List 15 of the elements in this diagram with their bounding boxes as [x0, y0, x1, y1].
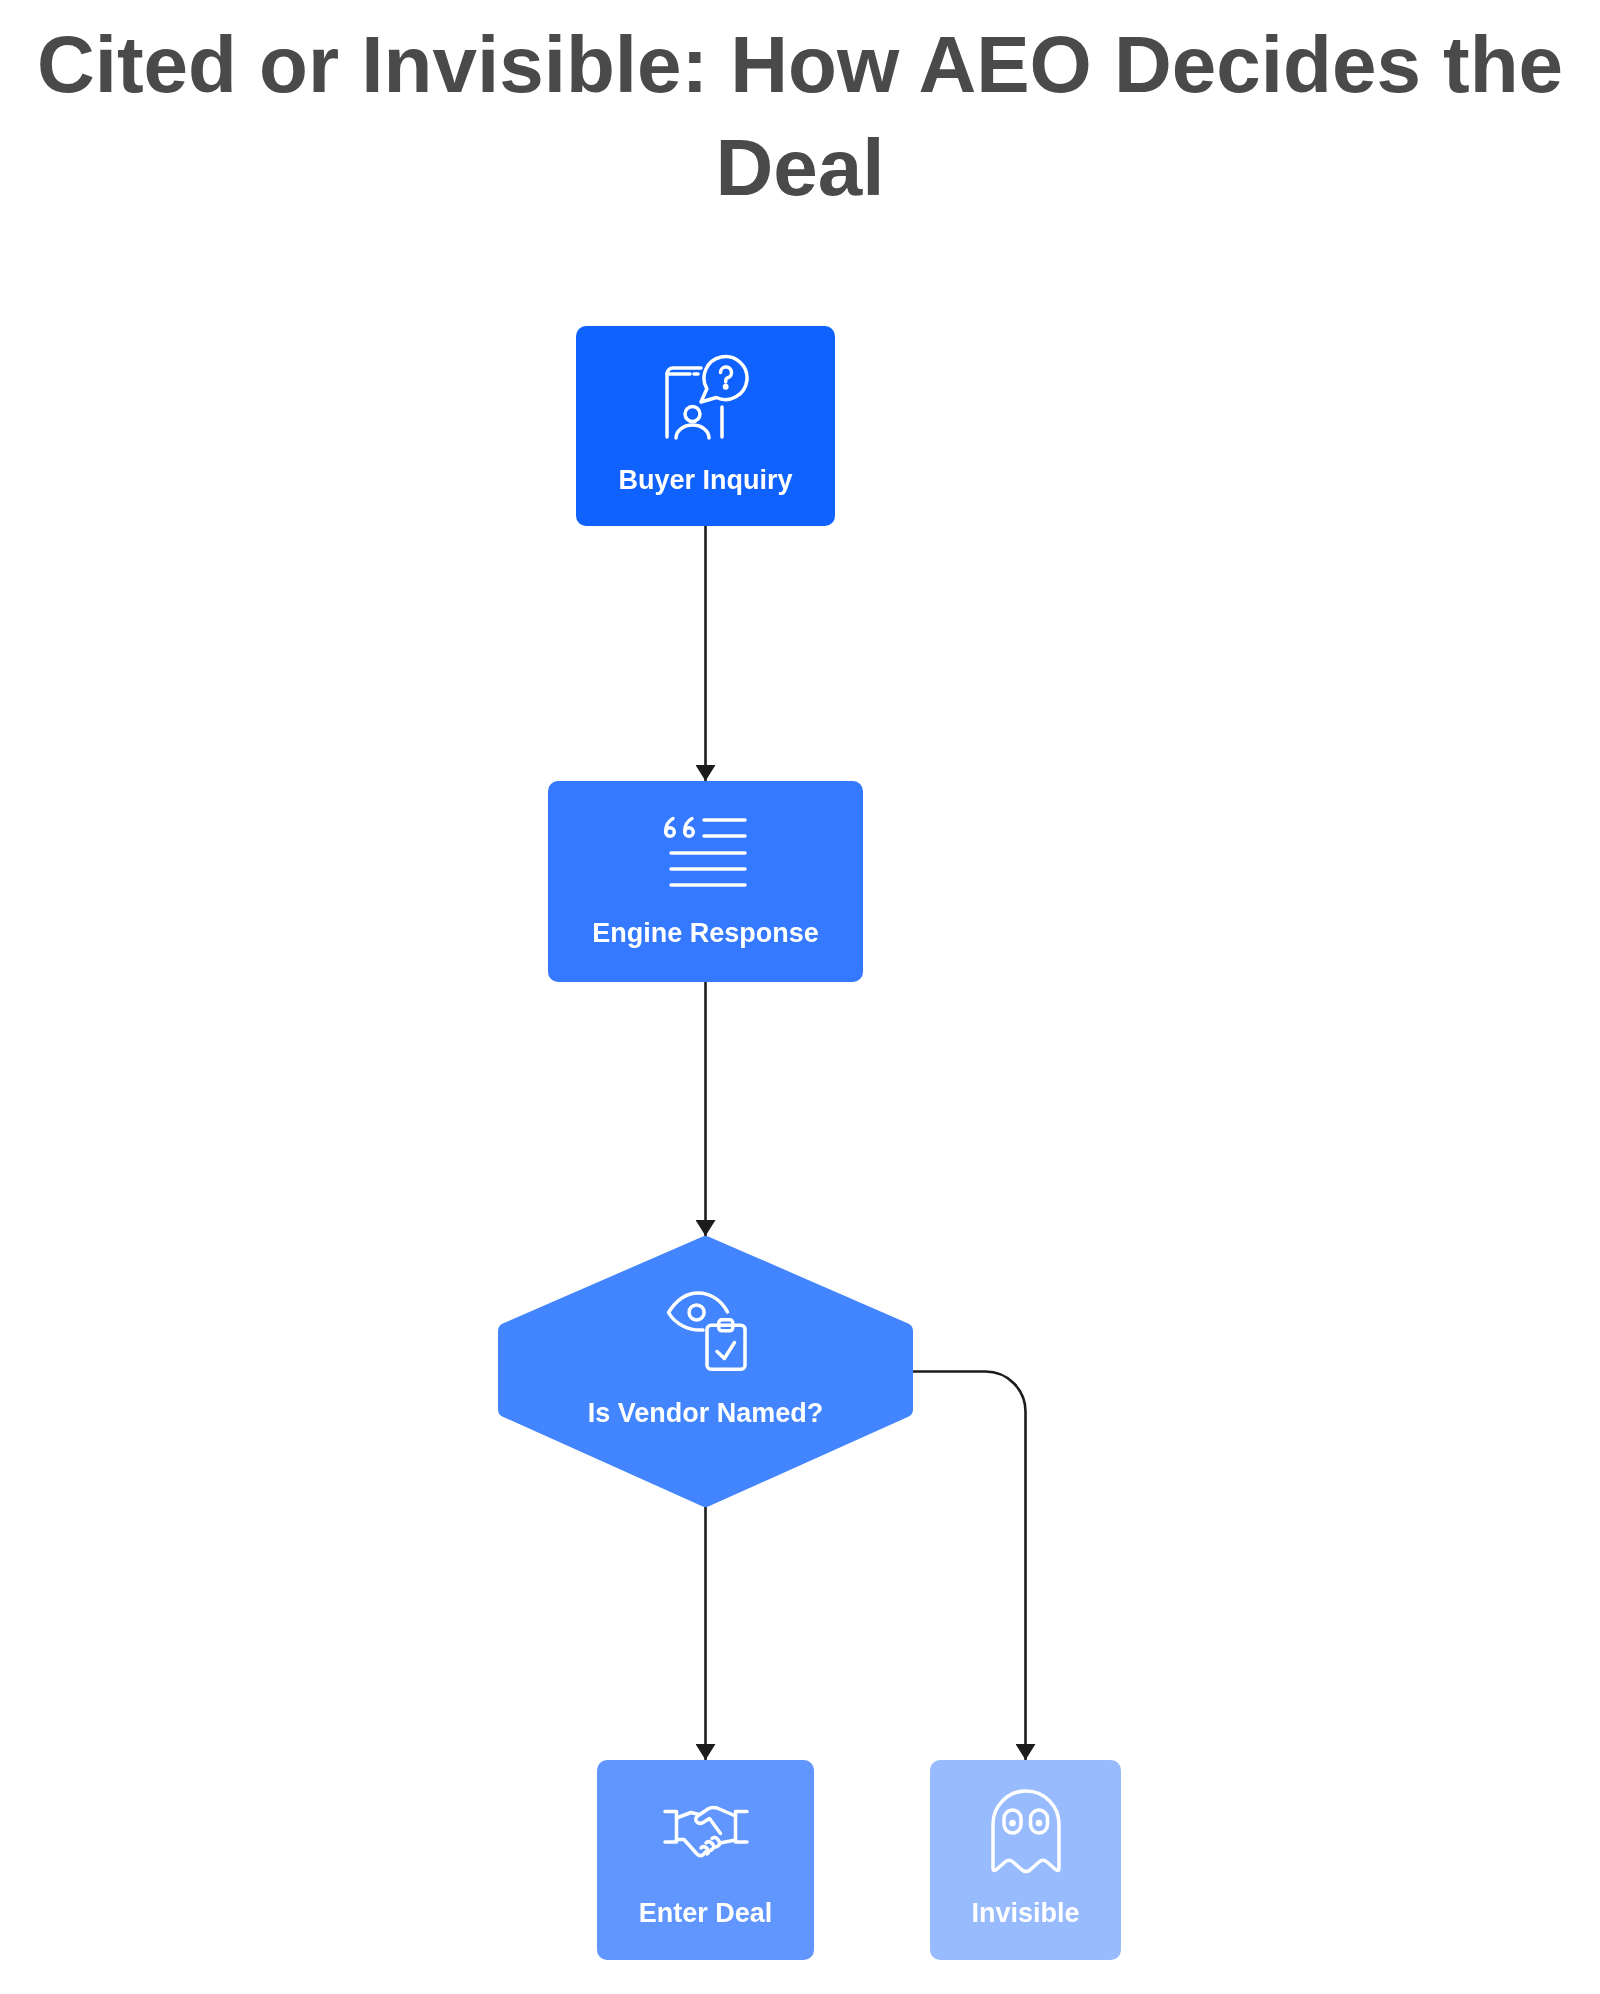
node-label: Invisible [971, 1897, 1080, 1929]
arrow [913, 1370, 1036, 1760]
process-box [548, 781, 863, 982]
node-label: Buyer Inquiry [618, 464, 793, 496]
process-box [576, 326, 835, 526]
diagram-title: Cited or Invisible: How AEO Decides the Deal [35, 19, 1565, 214]
arrow [695, 526, 716, 781]
process-box [930, 1760, 1121, 1960]
process-box [597, 1760, 814, 1960]
decision-hexagon [498, 1236, 913, 1507]
node-label: Enter Deal [638, 1897, 773, 1929]
arrow [695, 982, 716, 1236]
node-label: Engine Response [592, 917, 819, 949]
node-label: Is Vendor Named? [587, 1397, 824, 1429]
arrow [695, 1507, 716, 1760]
